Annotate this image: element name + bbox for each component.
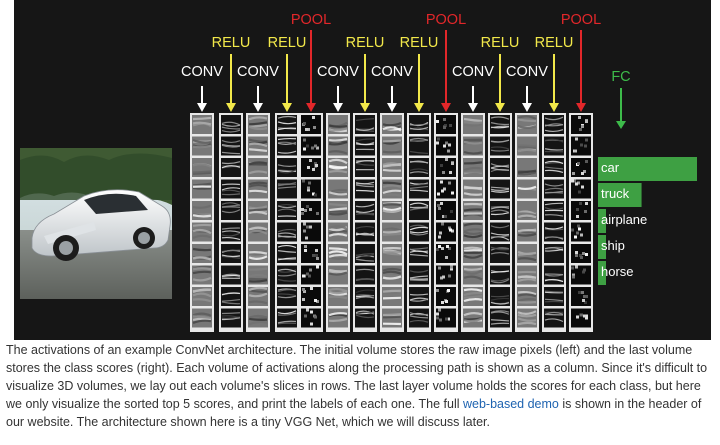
layer-label-conv: CONV <box>371 64 413 80</box>
layer-arrow-head <box>441 103 451 112</box>
layer-arrow-head <box>549 103 559 112</box>
layer-label-relu: RELU <box>212 35 251 51</box>
web-demo-link[interactable]: web-based demo <box>462 397 559 411</box>
layer-label-pool: POOL <box>426 12 466 28</box>
layer-label-conv: CONV <box>452 64 494 80</box>
layer-arrow-head <box>253 103 263 112</box>
layer-label-relu: RELU <box>268 35 307 51</box>
activation-column-conv <box>461 113 485 332</box>
activation-column-conv <box>246 113 270 332</box>
score-label-truck: truck <box>601 186 630 201</box>
layer-arrow-head <box>576 103 586 112</box>
layer-labels: CONV RELU CONV RELU POOL CONV RELU CONV RELU POOL… <box>181 12 601 80</box>
score-label-airplane: airplane <box>601 212 647 227</box>
activation-column-pool <box>299 113 323 332</box>
activation-column-relu <box>542 113 566 332</box>
score-label-car: car <box>601 160 620 175</box>
activation-column-conv <box>515 113 539 332</box>
activation-column-conv <box>190 113 214 332</box>
layer-label-relu: RELU <box>481 35 520 51</box>
caption-text-after: is shown in the header of our website. T… <box>6 397 702 429</box>
score-bar-car <box>598 157 697 181</box>
score-bar-airplane <box>598 209 606 233</box>
layer-arrow-head <box>306 103 316 112</box>
score-bar-truck <box>598 183 642 207</box>
class-scores: car truck airplane ship horse <box>598 157 697 285</box>
layer-arrow-head <box>333 103 343 112</box>
layer-label-relu: RELU <box>400 35 439 51</box>
layer-label-conv: CONV <box>506 64 548 80</box>
activation-column-relu <box>219 113 243 332</box>
activation-column-pool <box>569 113 593 332</box>
activation-columns <box>190 113 593 332</box>
activation-column-pool <box>434 113 458 332</box>
score-bar-ship <box>598 235 606 259</box>
layer-label-conv: CONV <box>181 64 223 80</box>
score-label-ship: ship <box>601 238 625 253</box>
layer-label-relu: RELU <box>535 35 574 51</box>
layer-arrows <box>197 30 586 112</box>
activation-column-relu <box>275 113 299 332</box>
fc-label: FC <box>611 69 630 85</box>
layer-arrow-head <box>197 103 207 112</box>
figure-caption: The activations of an example ConvNet ar… <box>6 341 712 431</box>
layer-arrow-head <box>414 103 424 112</box>
convnet-diagram: CONV RELU CONV RELU POOL CONV RELU CONV RELU POOL… <box>20 12 697 332</box>
input-car-image <box>20 148 172 299</box>
score-label-horse: horse <box>601 264 634 279</box>
layer-label-relu: RELU <box>346 35 385 51</box>
activation-column-relu <box>407 113 431 332</box>
layer-label-pool: POOL <box>291 12 331 28</box>
layer-arrow-head <box>522 103 532 112</box>
layer-arrow-head <box>387 103 397 112</box>
activation-column-relu <box>353 113 377 332</box>
diagram-panel: CONV RELU CONV RELU POOL CONV RELU CONV RELU POOL… <box>14 0 711 340</box>
layer-arrow-head <box>495 103 505 112</box>
activation-column-relu <box>488 113 512 332</box>
activation-column-conv <box>326 113 350 332</box>
layer-arrow-head <box>360 103 370 112</box>
layer-arrow-head <box>282 103 292 112</box>
layer-label-conv: CONV <box>317 64 359 80</box>
activation-column-conv <box>380 113 404 332</box>
score-bar-horse <box>598 261 606 285</box>
layer-arrow-head <box>468 103 478 112</box>
layer-label-pool: POOL <box>561 12 601 28</box>
layer-label-conv: CONV <box>237 64 279 80</box>
caption-text-before: The activations of an example ConvNet ar… <box>6 343 708 411</box>
layer-arrow-head <box>226 103 236 112</box>
fc-arrow-head <box>616 121 626 129</box>
